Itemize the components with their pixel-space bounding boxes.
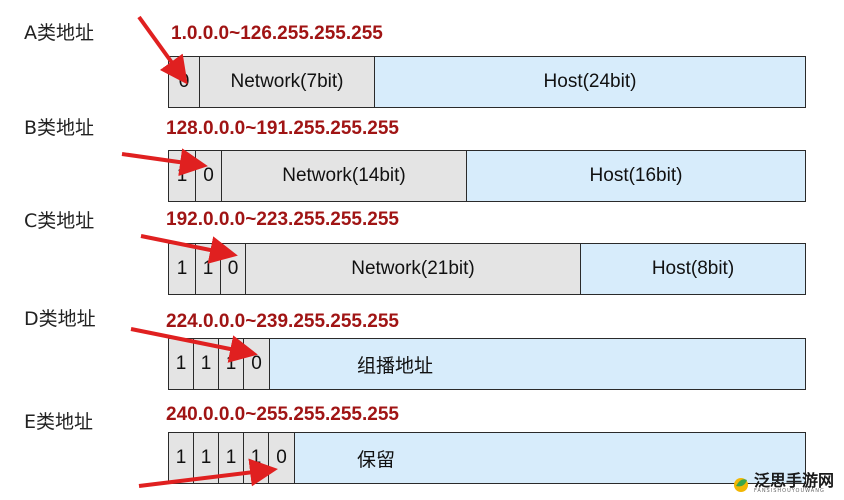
class-e-bit-2: 1 — [219, 433, 244, 483]
class-e-bit-4: 0 — [269, 433, 295, 483]
class-e-bit-0: 1 — [169, 433, 194, 483]
class-c-bit-2: 0 — [221, 244, 246, 294]
watermark-sub: FANSISHOUYOUWANG — [753, 488, 825, 494]
class-a-bar: 0 Network(7bit) Host(24bit) — [168, 56, 806, 108]
class-c-bit-1: 1 — [196, 244, 221, 294]
class-e-bar: 1 1 1 1 0 保留 — [168, 432, 806, 484]
watermark: 泛思手游网 FANSISHOUYOUWANG — [732, 473, 834, 494]
class-c-range: 192.0.0.0~223.255.255.255 — [166, 209, 399, 230]
class-d-bar: 1 1 1 0 组播地址 — [168, 338, 806, 390]
class-a-label: A类地址 — [24, 22, 94, 44]
class-b-bar: 1 0 Network(14bit) Host(16bit) — [168, 150, 806, 202]
class-a-network: Network(7bit) — [200, 57, 375, 107]
class-e-range: 240.0.0.0~255.255.255.255 — [166, 404, 399, 425]
class-d-bit-2: 1 — [219, 339, 244, 389]
class-b-host: Host(16bit) — [589, 165, 683, 186]
class-c-host: Host(8bit) — [651, 258, 735, 279]
class-b-bit-1: 0 — [196, 151, 222, 201]
class-b-label: B类地址 — [24, 117, 95, 139]
class-e-bit-1: 1 — [194, 433, 219, 483]
class-c-network: Network(21bit) — [246, 244, 581, 294]
class-c-bar: 1 1 0 Network(21bit) Host(8bit) — [168, 243, 806, 295]
watermark-name: 泛思手游网 — [753, 471, 834, 490]
class-e-special: 保留 — [357, 449, 396, 471]
class-d-bit-1: 1 — [194, 339, 219, 389]
class-d-range: 224.0.0.0~239.255.255.255 — [166, 311, 399, 332]
class-e-bit-3: 1 — [244, 433, 269, 483]
class-c-label: C类地址 — [24, 210, 95, 232]
class-e-label: E类地址 — [24, 411, 94, 433]
leaf-logo-icon — [733, 477, 748, 492]
class-d-special: 组播地址 — [357, 355, 434, 377]
class-b-network: Network(14bit) — [222, 151, 467, 201]
class-a-host: Host(24bit) — [543, 71, 637, 92]
class-a-bit-0: 0 — [169, 57, 200, 107]
class-d-label: D类地址 — [24, 308, 96, 330]
class-b-bit-0: 1 — [169, 151, 196, 201]
class-c-bit-0: 1 — [169, 244, 196, 294]
class-a-range: 1.0.0.0~126.255.255.255 — [171, 23, 383, 44]
class-b-range: 128.0.0.0~191.255.255.255 — [166, 118, 399, 139]
class-d-bit-0: 1 — [169, 339, 194, 389]
class-d-bit-3: 0 — [244, 339, 270, 389]
